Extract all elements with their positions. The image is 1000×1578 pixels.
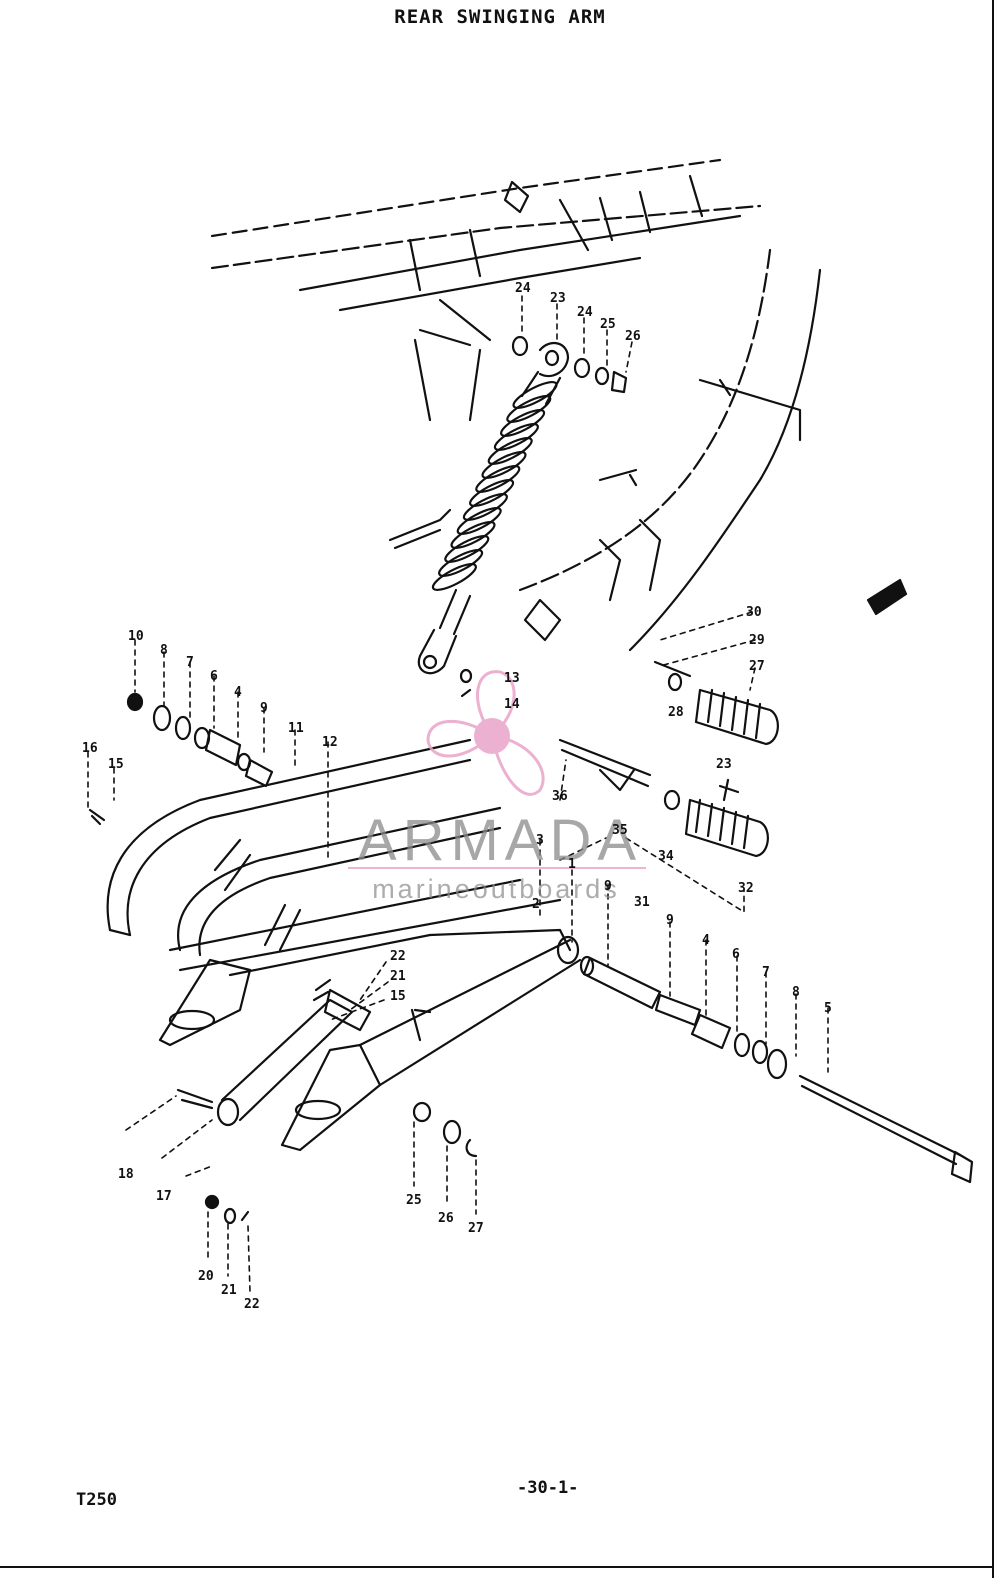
footrest-assemblies [558, 660, 779, 858]
callout-label: 15 [390, 989, 406, 1004]
spring-coil [450, 521, 496, 549]
callout-label: 6 [210, 669, 218, 684]
callout-label: 10 [128, 629, 144, 644]
callout-label: 6 [732, 947, 740, 962]
spring-coil [438, 549, 484, 577]
callout-label: 24 [515, 281, 531, 296]
callout-label: 8 [792, 985, 800, 1000]
callout-label: 21 [390, 969, 406, 984]
leader-lines [87, 295, 829, 1293]
callout-label: 25 [406, 1193, 422, 1208]
frame-drawing [210, 158, 908, 652]
watermark-tagline: marineoutboards [372, 874, 620, 904]
spring-coil [469, 479, 515, 507]
torque-link [176, 978, 372, 1127]
callout-label: 35 [612, 823, 628, 838]
callout-label: 23 [716, 757, 732, 772]
callout-label: 16 [82, 741, 98, 756]
swing-arm-body [106, 738, 582, 1152]
propeller-icon [426, 670, 545, 796]
callout-label: 22 [244, 1297, 260, 1312]
spring-coil [456, 507, 502, 535]
part-callouts: 24 23 24 25 26 30 29 27 28 23 10 8 7 6 4… [82, 281, 832, 1312]
callout-label: 24 [577, 305, 593, 320]
spring-coil [475, 465, 521, 493]
spring-coil [431, 563, 477, 591]
left-pivot-parts [88, 692, 274, 826]
callout-label: 28 [668, 705, 684, 720]
callout-label: 4 [234, 685, 242, 700]
pivot-shaft-parts [579, 955, 974, 1184]
callout-label: 26 [625, 329, 641, 344]
callout-label: 17 [156, 1189, 172, 1204]
callout-label: 31 [634, 895, 650, 910]
page-border-right [992, 0, 994, 1578]
callout-label: 8 [160, 643, 168, 658]
callout-label: 30 [746, 605, 762, 620]
callout-label: 36 [552, 789, 568, 804]
model-code: T250 [76, 1490, 117, 1510]
spring-coil [512, 381, 558, 409]
callout-label: 4 [702, 933, 710, 948]
callout-label: 27 [468, 1221, 484, 1236]
callout-label: 14 [504, 697, 520, 712]
lower-hardware [204, 668, 478, 1225]
armada-watermark: ARMADA marineoutboards [348, 670, 646, 904]
callout-label: 1 [568, 857, 576, 872]
callout-label: 13 [504, 671, 520, 686]
callout-label: 9 [604, 879, 612, 894]
diagram-title: REAR SWINGING ARM [394, 6, 606, 28]
spring-coil [493, 423, 539, 451]
callout-label: 29 [749, 633, 765, 648]
callout-label: 20 [198, 1269, 214, 1284]
spring-coil [444, 535, 490, 563]
callout-label: 27 [749, 659, 765, 674]
callout-label: 5 [824, 1001, 832, 1016]
spring-coil [481, 451, 527, 479]
callout-label: 34 [658, 849, 674, 864]
page-border-bottom [0, 1566, 994, 1568]
callout-label: 3 [536, 833, 544, 848]
rear-shock-absorber [417, 335, 628, 675]
watermark-brand: ARMADA [358, 808, 642, 873]
callout-label: 7 [762, 965, 770, 980]
spring-coil [506, 395, 552, 423]
callout-label: 21 [221, 1283, 237, 1298]
callout-label: 26 [438, 1211, 454, 1226]
callout-label: 25 [600, 317, 616, 332]
callout-label: 11 [288, 721, 304, 736]
callout-label: 2 [532, 897, 540, 912]
page-number: -30-1- [517, 1478, 579, 1498]
callout-label: 18 [118, 1167, 134, 1182]
spring-coil [487, 437, 533, 465]
callout-label: 9 [666, 913, 674, 928]
callout-label: 32 [738, 881, 754, 896]
callout-label: 9 [260, 701, 268, 716]
spring-coil [500, 409, 546, 437]
spring-coil [462, 493, 508, 521]
callout-label: 23 [550, 291, 566, 306]
callout-label: 15 [108, 757, 124, 772]
callout-label: 12 [322, 735, 338, 750]
callout-label: 7 [186, 655, 194, 670]
callout-label: 22 [390, 949, 406, 964]
